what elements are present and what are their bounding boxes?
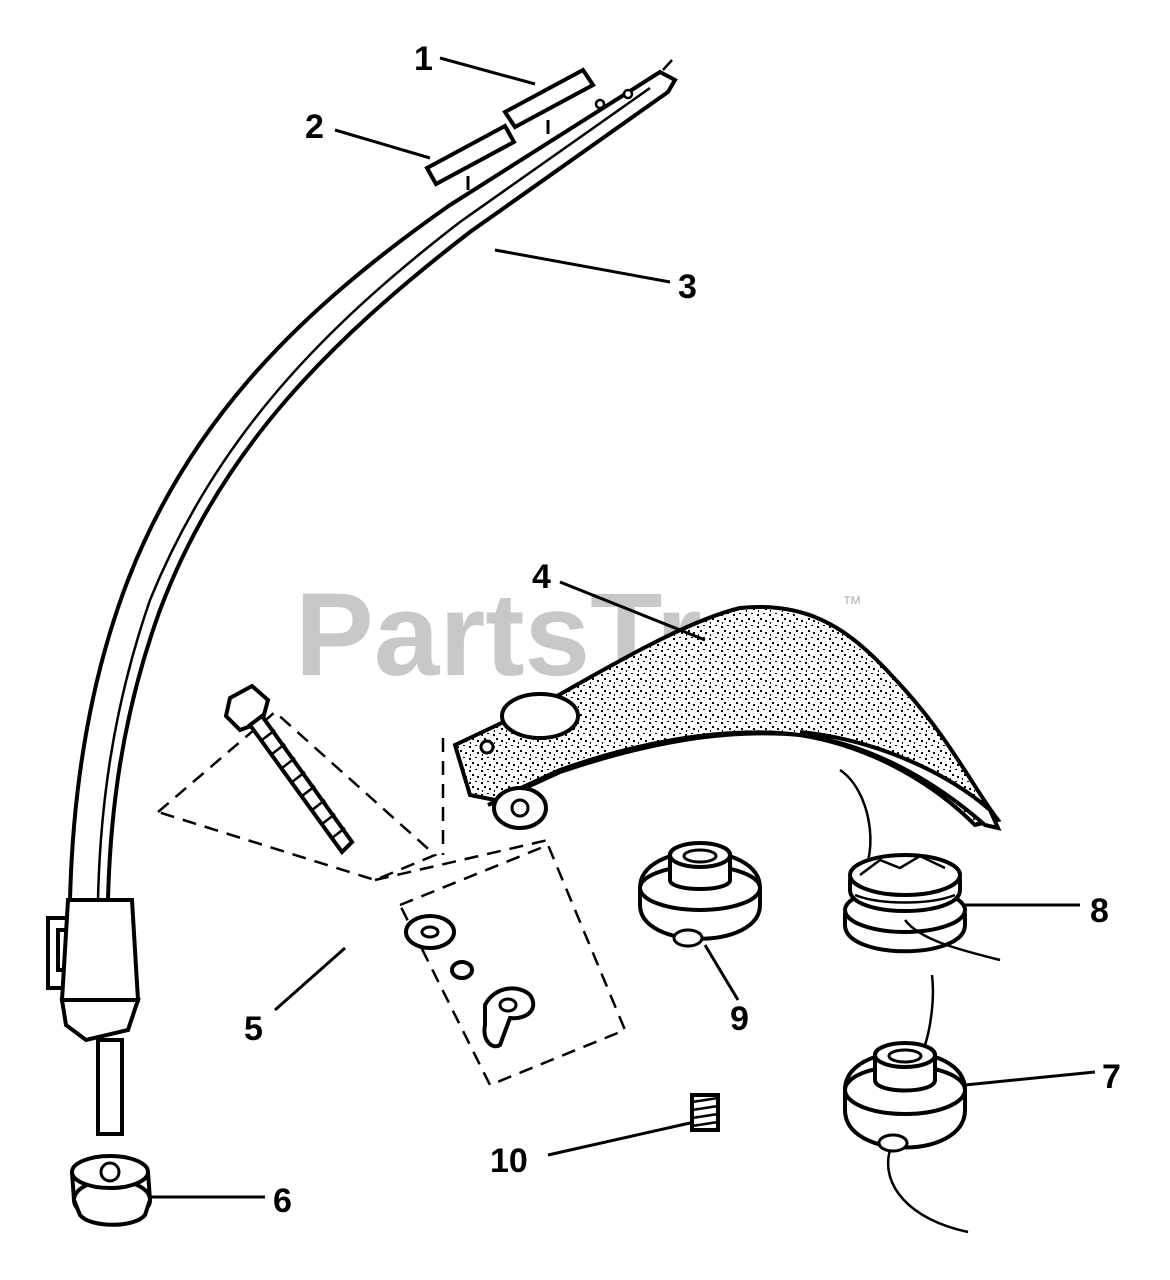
watermark-tm: ™ — [842, 593, 862, 615]
hardware-kit — [157, 683, 627, 1087]
spool-housing — [638, 841, 762, 948]
spool-with-line — [839, 768, 1001, 962]
spring — [690, 1093, 720, 1132]
decal-2 — [424, 123, 517, 187]
callout-4: 4 — [532, 558, 551, 596]
callout-7: 7 — [1102, 1058, 1121, 1096]
callout-2: 2 — [305, 108, 324, 146]
callouts: 1 2 3 4 5 6 7 8 9 10 — [244, 40, 1121, 1220]
shaft-knob — [70, 1154, 152, 1227]
leader-lines — [150, 56, 1096, 1199]
callout-10: 10 — [490, 1142, 528, 1180]
drive-shaft — [46, 59, 678, 1136]
callout-8: 8 — [1090, 892, 1109, 930]
grass-guard — [452, 605, 1002, 831]
callout-9: 9 — [730, 1000, 749, 1038]
callout-6: 6 — [273, 1182, 292, 1220]
decal-1 — [502, 67, 596, 130]
callout-1: 1 — [414, 40, 433, 78]
callout-5: 5 — [244, 1010, 263, 1048]
spool-assembly — [843, 974, 969, 1234]
callout-3: 3 — [678, 268, 697, 306]
